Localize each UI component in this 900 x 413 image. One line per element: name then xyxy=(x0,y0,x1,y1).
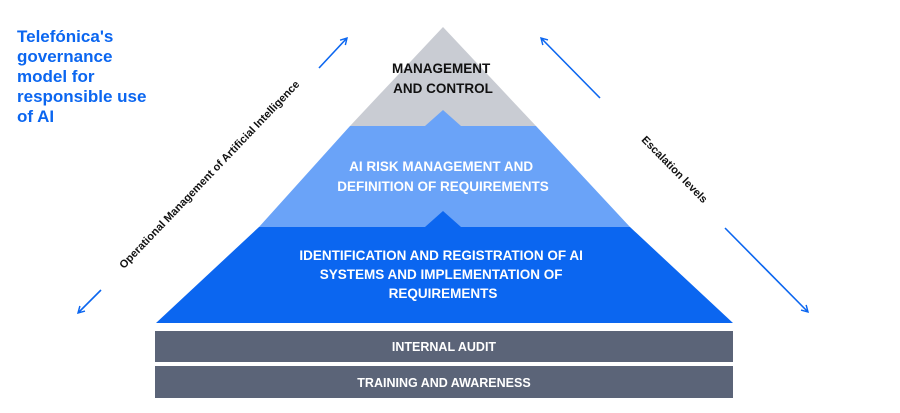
foundation-bar-training xyxy=(155,366,733,398)
foundation-label-internal-audit: INTERNAL AUDIT xyxy=(392,340,497,354)
title-line: governance xyxy=(17,47,113,66)
title-line: model for xyxy=(17,67,95,86)
left-arrow-upper xyxy=(318,36,348,69)
tier-label-line: IDENTIFICATION AND REGISTRATION OF AI xyxy=(299,248,583,263)
tier-label-management: MANAGEMENT AND CONTROL xyxy=(392,61,494,96)
foundation-label-training: TRAINING AND AWARENESS xyxy=(357,376,530,390)
tier-label-line: AND CONTROL xyxy=(393,81,493,96)
tier-label-identification: IDENTIFICATION AND REGISTRATION OF AI SY… xyxy=(299,248,586,301)
right-arrow-lower xyxy=(724,227,810,314)
tier-label-line: DEFINITION OF REQUIREMENTS xyxy=(337,179,549,194)
tier-label-line: MANAGEMENT xyxy=(392,61,491,76)
title-line: Telefónica's xyxy=(17,27,114,46)
pyramid-tier-management xyxy=(350,27,536,126)
right-arrow-upper xyxy=(539,36,601,99)
pyramid-tier-risk-management xyxy=(259,110,630,227)
pyramid-tier-identification xyxy=(156,211,733,323)
title-line: of AI xyxy=(17,107,55,126)
tier-label-risk-management: AI RISK MANAGEMENT AND DEFINITION OF REQ… xyxy=(337,159,549,194)
side-label-escalation-levels: Escalation levels xyxy=(639,134,710,206)
title-line: responsible use xyxy=(17,87,147,106)
diagram-title: Telefónica's governance model for respon… xyxy=(17,27,187,127)
left-arrow-lower xyxy=(76,289,102,315)
tier-label-line: REQUIREMENTS xyxy=(389,286,498,301)
tier-label-line: SYSTEMS AND IMPLEMENTATION OF xyxy=(320,267,563,282)
tier-label-line: AI RISK MANAGEMENT AND xyxy=(349,159,533,174)
foundation-bar-internal-audit xyxy=(155,331,733,362)
